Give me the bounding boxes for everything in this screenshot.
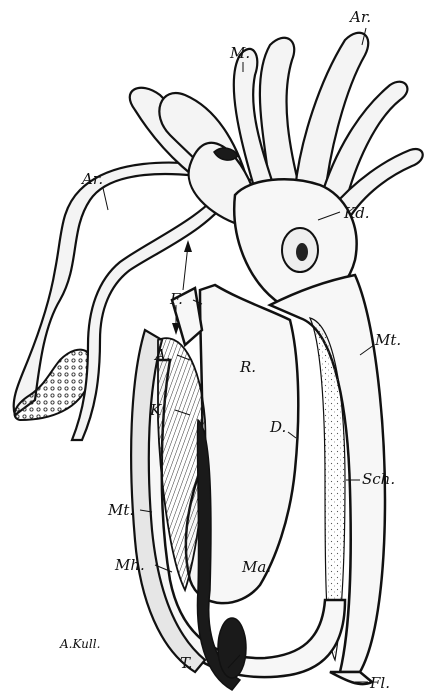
- label-a: A.: [153, 346, 171, 364]
- label-f: F.: [169, 290, 183, 308]
- label-k: K.: [149, 401, 166, 419]
- label-t: T.: [180, 654, 193, 672]
- label-mt-right: Mt.: [374, 331, 401, 349]
- label-mt-left: Mt.: [107, 501, 134, 519]
- label-sch: Sch.: [362, 470, 395, 488]
- label-d: D.: [269, 418, 286, 436]
- label-r: R.: [239, 358, 256, 376]
- label-fl: Fl.: [369, 674, 390, 692]
- label-ma: Ma.: [241, 558, 271, 576]
- label-mh: Mh.: [114, 556, 145, 574]
- label-kd: Kd.: [343, 204, 370, 222]
- testis: [218, 618, 246, 678]
- label-ar-left: Ar.: [80, 170, 103, 188]
- pupil: [296, 243, 308, 261]
- mantle-group: [131, 275, 385, 690]
- label-m: M.: [229, 44, 250, 62]
- label-ar-top: Ar.: [348, 8, 371, 26]
- artist-signature: A.Kull.: [59, 637, 100, 651]
